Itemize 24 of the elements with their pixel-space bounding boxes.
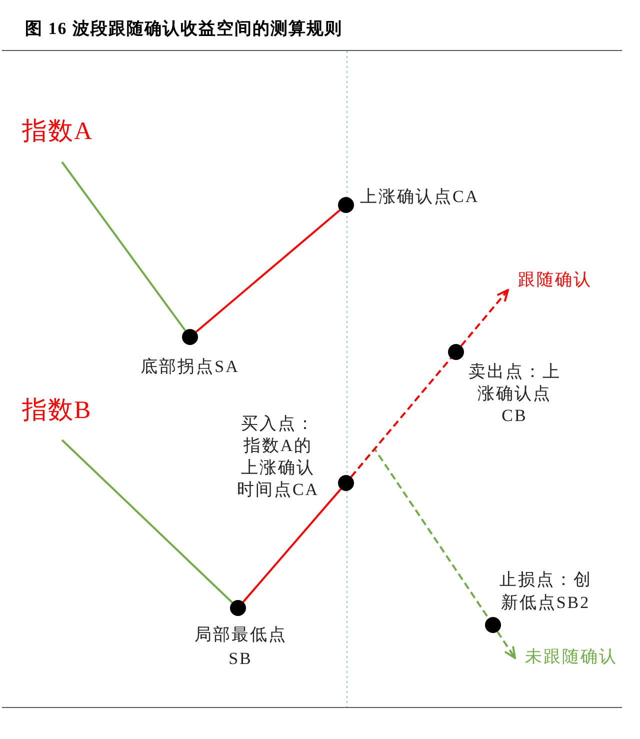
point-dot	[448, 344, 464, 360]
outcome-label: 跟随确认	[508, 269, 592, 291]
trend-line	[242, 488, 342, 603]
point-label: 买入点：指数A的上涨确认时间点CA	[236, 413, 320, 501]
dashed-trend-line	[350, 357, 452, 478]
point-label: 止损点：创新低点SB2	[498, 569, 593, 614]
figure-title: 图 16 波段跟随确认收益空间的测算规则	[25, 18, 342, 40]
trend-line	[61, 161, 186, 332]
series-label: 指数B	[22, 396, 92, 426]
series-label: 指数A	[22, 117, 94, 147]
point-dot	[485, 617, 501, 633]
point-dot	[230, 600, 246, 616]
outcome-label: 未跟随确认	[515, 646, 618, 668]
point-label: 底部拐点SA	[140, 356, 240, 378]
point-label: 局部最低点SB	[193, 624, 288, 670]
point-dot	[338, 197, 354, 213]
dashed-arrow	[460, 289, 509, 347]
trend-line	[61, 439, 233, 604]
trend-line	[195, 209, 341, 333]
point-label: 上涨确认点CA	[360, 186, 480, 208]
point-dot	[182, 329, 198, 345]
dashed-arrow	[496, 631, 516, 659]
point-label: 卖出点：上涨确认点CB	[467, 361, 562, 427]
point-dot	[338, 475, 354, 491]
